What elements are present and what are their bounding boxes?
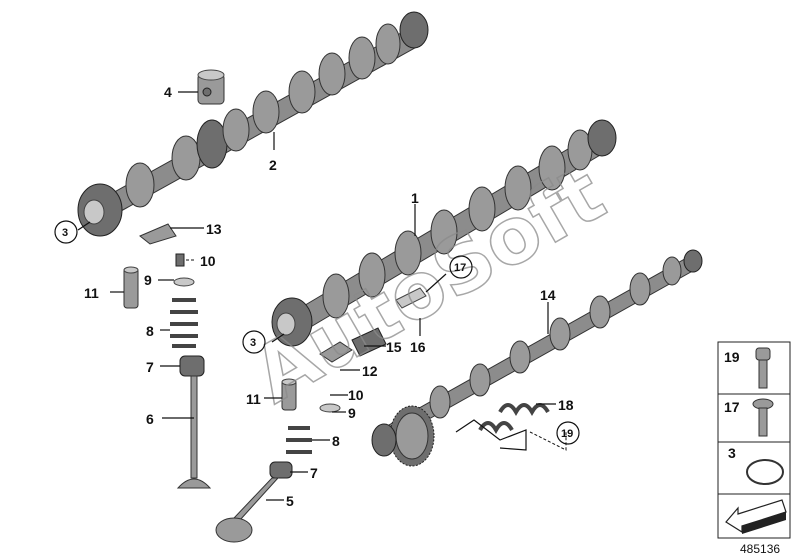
camshaft-upper[interactable] <box>77 11 429 237</box>
camshaft-middle[interactable] <box>271 119 617 347</box>
side-item-17[interactable]: 17 <box>724 398 774 437</box>
side-item-3[interactable]: 3 <box>728 445 784 485</box>
arrow-symbol <box>725 499 787 534</box>
callout-5: 5 <box>286 493 294 509</box>
gear-wheel[interactable] <box>371 405 435 467</box>
callout-17: 17 <box>454 262 466 274</box>
callout-7a: 7 <box>146 359 154 375</box>
callout-11a: 11 <box>84 285 99 301</box>
callout-15: 15 <box>386 339 402 355</box>
side-item-19[interactable]: 19 <box>724 347 771 389</box>
callout-circle-19 <box>556 421 580 445</box>
callout-9b: 9 <box>348 405 356 421</box>
side-label-17: 17 <box>724 399 740 415</box>
callout-8b: 8 <box>332 433 340 449</box>
callout-10b: 10 <box>348 387 364 403</box>
arrow-shadow-icon <box>742 512 786 534</box>
part-18-spring[interactable] <box>455 403 550 451</box>
callout-12: 12 <box>362 363 378 379</box>
o-ring-icon <box>746 459 784 485</box>
callout-4: 4 <box>164 84 172 100</box>
diagram-id: 485136 <box>740 542 780 556</box>
bolt-head-icon <box>755 347 771 361</box>
callout-circle-3a <box>54 220 78 244</box>
valve-assembly-middle[interactable] <box>215 327 387 543</box>
screw-shank-icon <box>758 407 768 437</box>
callout-7b: 7 <box>310 465 318 481</box>
part-4-sleeve[interactable] <box>197 69 225 105</box>
side-label-19: 19 <box>724 349 740 365</box>
callout-18: 18 <box>558 397 574 413</box>
callout-13: 13 <box>206 221 222 237</box>
callout-3a: 3 <box>62 227 68 239</box>
callout-11b: 11 <box>246 391 261 407</box>
part-16-clip[interactable] <box>395 287 427 309</box>
callout-6: 6 <box>146 411 154 427</box>
side-panel: 19 17 3 <box>717 341 791 539</box>
callout-10a: 10 <box>200 253 216 269</box>
leader-lines <box>77 91 567 501</box>
callout-3b: 3 <box>250 337 256 349</box>
watermark-text: AutoSoft <box>239 149 620 421</box>
callout-16: 16 <box>410 339 426 355</box>
callout-8a: 8 <box>146 323 154 339</box>
watermark: AutoSoft <box>238 149 620 422</box>
valve-assembly-left[interactable] <box>123 223 212 489</box>
callout-19: 19 <box>561 428 573 440</box>
callout-1: 1 <box>411 190 419 206</box>
side-label-3: 3 <box>728 445 736 461</box>
callout-2: 2 <box>269 157 277 173</box>
callout-14: 14 <box>540 287 556 303</box>
callout-circle-17 <box>449 255 473 279</box>
callouts: 4 2 3 1 13 10 11 9 8 7 6 3 17 14 15 16 1… <box>54 84 580 509</box>
bolt-shank-icon <box>758 359 768 389</box>
callout-circle-3b <box>242 330 266 354</box>
callout-9a: 9 <box>144 272 152 288</box>
